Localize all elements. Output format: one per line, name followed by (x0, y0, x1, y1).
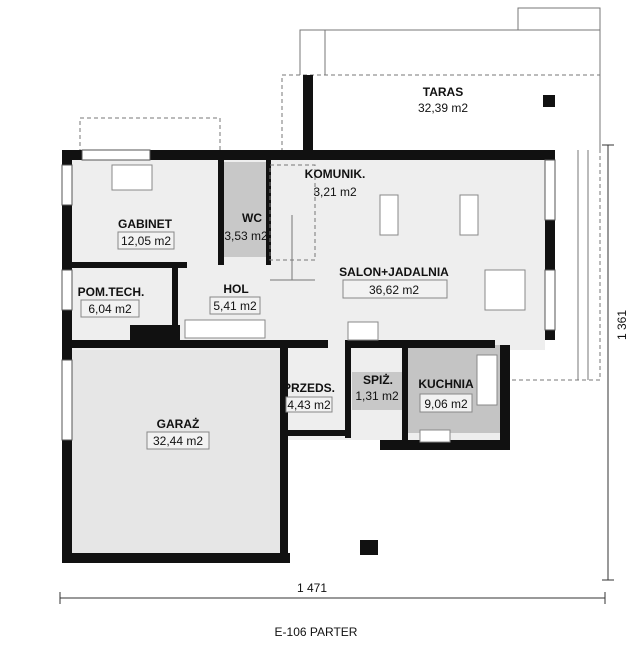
room-name: PRZEDS. (283, 381, 335, 395)
floor-main (72, 160, 545, 350)
room-name: KUCHNIA (418, 377, 474, 391)
room-name: KOMUNIK. (305, 167, 366, 181)
room-area: 1,31 m2 (355, 389, 399, 403)
room-area: 3,21 m2 (313, 185, 357, 199)
room-area: 9,06 m2 (424, 397, 468, 411)
windows (61, 149, 556, 441)
room-name: TARAS (423, 85, 463, 99)
room-name: WC (242, 211, 262, 225)
room-name: GARAŻ (157, 416, 200, 431)
room-kuchnia: KUCHNIA 9,06 m2 (418, 377, 474, 413)
room-name: HOL (223, 282, 248, 296)
room-area: 36,62 m2 (369, 283, 419, 297)
room-area: 32,44 m2 (153, 434, 203, 448)
room-area: 6,04 m2 (88, 302, 132, 316)
balcony-outline (79, 117, 221, 154)
room-area: 12,05 m2 (121, 234, 171, 248)
room-area: 4,43 m2 (287, 398, 331, 412)
furniture (111, 164, 526, 443)
plan-title: E-106 PARTER (275, 625, 358, 639)
floor-wc (224, 162, 268, 257)
room-area: 3,53 m2 (224, 229, 268, 243)
room-spiz: SPIŻ. 1,31 m2 (355, 372, 399, 403)
dimension-depth-label: 1 361 (615, 310, 629, 340)
room-name: SALON+JADALNIA (339, 265, 449, 279)
room-area: 5,41 m2 (213, 299, 257, 313)
dimension-depth: 1 361 (602, 144, 629, 581)
floor-pantry (352, 372, 402, 410)
stairs (269, 164, 316, 281)
room-przeds: PRZEDS. 4,43 m2 (283, 381, 335, 413)
room-wc: WC 3,53 m2 (224, 211, 268, 243)
room-gabinet: GABINET 12,05 m2 (117, 217, 175, 250)
room-name: POM.TECH. (78, 285, 145, 299)
walls (62, 150, 555, 563)
room-garaz: GARAŻ 32,44 m2 (146, 416, 210, 450)
room-name: GABINET (118, 217, 173, 231)
room-pom-tech: POM.TECH. 6,04 m2 (78, 285, 145, 318)
room-taras: TARAS 32,39 m2 (418, 85, 468, 115)
room-area: 32,39 m2 (418, 101, 468, 115)
room-salon-jadalnia: SALON+JADALNIA 36,62 m2 (339, 265, 449, 299)
room-komunik: KOMUNIK. 3,21 m2 (305, 167, 366, 199)
room-name: SPIŻ. (363, 372, 393, 387)
dimension-width-label: 1 471 (297, 581, 327, 595)
dimension-width: 1 471 (59, 581, 606, 604)
floor-garage (72, 350, 282, 555)
room-hol: HOL 5,41 m2 (209, 282, 261, 315)
